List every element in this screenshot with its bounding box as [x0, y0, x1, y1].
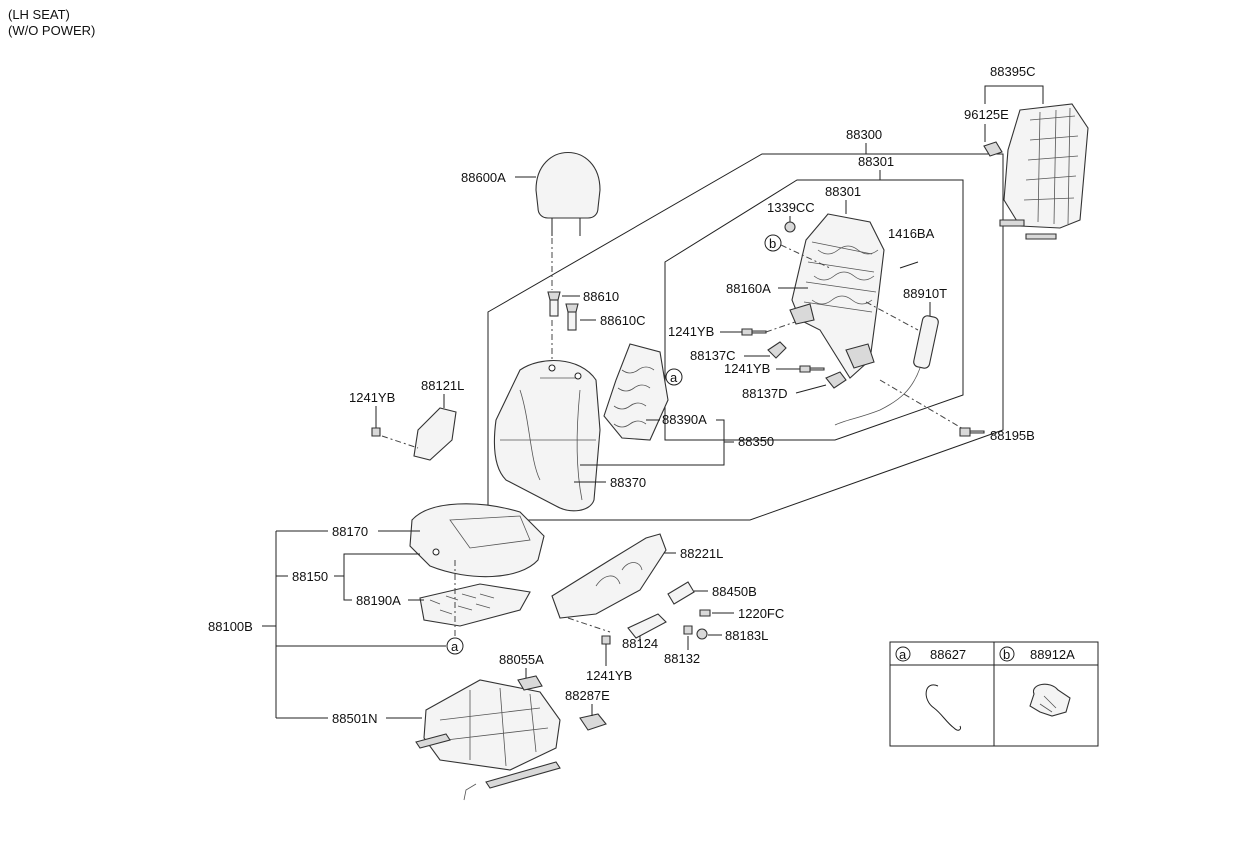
module-96125E: [983, 141, 1003, 157]
airbag-module: [913, 315, 939, 369]
legend-b-key: b: [1003, 647, 1010, 662]
bracket-88137C: [767, 341, 787, 359]
label-88390A: 88390A: [662, 412, 707, 427]
bolt-1241YB-d: [601, 635, 611, 645]
wire-clip-88627: [925, 684, 961, 731]
label-88137C: 88137C: [690, 348, 736, 363]
label-88055A: 88055A: [499, 652, 544, 667]
seat-track-88501N: [415, 679, 561, 801]
label-88301-outer: 88301: [858, 154, 894, 169]
label-88121L: 88121L: [421, 378, 464, 393]
callout-a-top: a: [670, 370, 678, 385]
label-88287E: 88287E: [565, 688, 610, 703]
label-88600A: 88600A: [461, 170, 506, 185]
header-power-type: (W/O POWER): [8, 23, 95, 38]
bolt-1241YB-a: [741, 328, 767, 336]
label-88160A: 88160A: [726, 281, 771, 296]
label-1241YB-c: 1241YB: [349, 390, 395, 405]
bracket-88137D: [825, 371, 847, 389]
label-1339CC: 1339CC: [767, 200, 815, 215]
callout-b-circle: [764, 234, 782, 252]
bolt-1241YB-c: [371, 427, 381, 437]
legend-a-part: 88627: [930, 647, 966, 662]
side-shield-88121L: [413, 407, 457, 461]
header-seat-side: (LH SEAT): [8, 7, 70, 22]
label-88100B: 88100B: [208, 619, 253, 634]
label-88300: 88300: [846, 127, 882, 142]
screw-1220FC: [699, 609, 711, 617]
label-88301-inner: 88301: [825, 184, 861, 199]
label-1241YB-d: 1241YB: [586, 668, 632, 683]
airbag-harness: [834, 367, 921, 426]
label-1241YB-a: 1241YB: [668, 324, 714, 339]
seat-pad-88190A: [419, 583, 531, 627]
label-1416BA: 1416BA: [888, 226, 935, 241]
cover-88055A: [517, 675, 543, 691]
bolt-88195B: [959, 427, 985, 437]
lumbar-support-88390A: [603, 343, 669, 441]
callout-a-circle-top: [665, 368, 683, 386]
callout-a-bottom: a: [451, 639, 459, 654]
legend-a-key: a: [899, 647, 907, 662]
label-96125E: 96125E: [964, 107, 1009, 122]
headrest-guide-88610C: [565, 303, 579, 331]
headrest: [535, 152, 601, 236]
legend-table: [889, 641, 1099, 747]
nut-1339CC: [784, 221, 796, 233]
cover-88287E: [579, 713, 607, 731]
label-88395C: 88395C: [990, 64, 1036, 79]
headrest-guide-88610: [547, 291, 561, 317]
seatback-frame: [789, 213, 885, 379]
seat-cushion-88170: [409, 503, 545, 578]
bolt-1241YB-b: [799, 365, 825, 373]
label-88610: 88610: [583, 289, 619, 304]
side-trim-88221L: [551, 533, 667, 619]
knob-88450B: [667, 581, 695, 605]
label-88150: 88150: [292, 569, 328, 584]
label-88124: 88124: [622, 636, 658, 651]
lever-88124: [627, 613, 667, 639]
label-88190A: 88190A: [356, 593, 401, 608]
screw-88132: [683, 625, 693, 635]
frame-assembly-outline: [664, 179, 964, 441]
label-88137D: 88137D: [742, 386, 788, 401]
legend-b-part: 88912A: [1030, 647, 1075, 662]
push-clip-88912A: [1029, 683, 1071, 717]
seatback-back-cover: [999, 103, 1089, 240]
label-88501N: 88501N: [332, 711, 378, 726]
label-88183L: 88183L: [725, 628, 768, 643]
label-88350: 88350: [738, 434, 774, 449]
seatback-assembly-outline: [487, 153, 1004, 521]
label-88170: 88170: [332, 524, 368, 539]
label-88910T: 88910T: [903, 286, 947, 301]
callout-a-circle-bottom: [446, 637, 464, 655]
clip-1416BA: [899, 261, 919, 269]
label-88610C: 88610C: [600, 313, 646, 328]
cap-88183L: [696, 628, 708, 640]
label-1220FC: 1220FC: [738, 606, 784, 621]
label-88221L: 88221L: [680, 546, 723, 561]
callout-b: b: [769, 236, 776, 251]
seatback-cushion: [493, 360, 601, 512]
label-88370: 88370: [610, 475, 646, 490]
label-1241YB-b: 1241YB: [724, 361, 770, 376]
label-88132: 88132: [664, 651, 700, 666]
label-88195B: 88195B: [990, 428, 1035, 443]
label-88450B: 88450B: [712, 584, 757, 599]
